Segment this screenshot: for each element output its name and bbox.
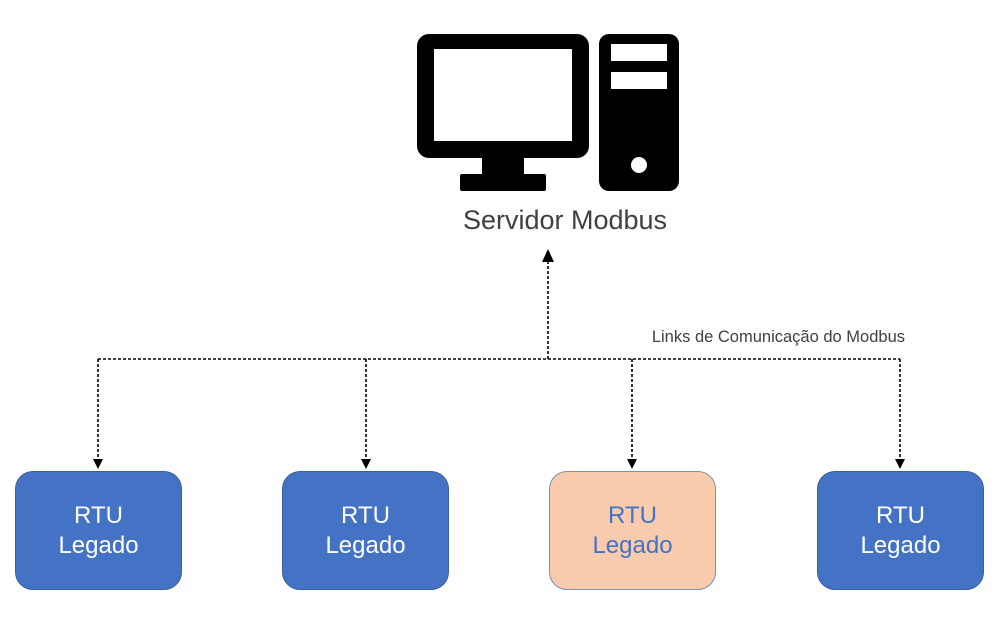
rtu-box-4: RTU Legado xyxy=(817,471,984,590)
link-label: Links de Comunicação do Modbus xyxy=(651,328,905,346)
rtu-title: RTU xyxy=(74,501,123,529)
rtu-title: RTU xyxy=(876,501,925,529)
arrow-down-icon xyxy=(895,459,905,469)
rtu-subtitle: Legado xyxy=(592,531,673,559)
arrow-down-icon xyxy=(361,459,371,469)
rtu-subtitle: Legado xyxy=(58,531,139,559)
arrow-down-icon xyxy=(93,459,103,469)
desktop-computer-icon xyxy=(417,34,679,191)
rtu-box-3-highlighted: RTU Legado xyxy=(549,471,716,590)
rtu-subtitle: Legado xyxy=(325,531,406,559)
rtu-title: RTU xyxy=(608,501,657,529)
rtu-box-2: RTU Legado xyxy=(282,471,449,590)
arrow-up-icon xyxy=(542,249,554,262)
rtu-box-1: RTU Legado xyxy=(15,471,182,590)
server-label: Servidor Modbus xyxy=(462,205,668,235)
rtu-subtitle: Legado xyxy=(860,531,941,559)
arrow-down-icon xyxy=(627,459,637,469)
rtu-title: RTU xyxy=(341,501,390,529)
